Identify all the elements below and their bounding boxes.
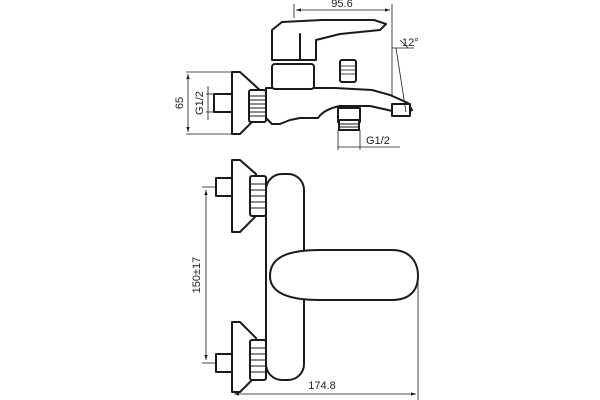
diverter-knob	[339, 59, 357, 83]
inlet-stub-upper	[215, 177, 233, 197]
front-view: 150±17 174.8	[191, 159, 419, 400]
total-width-label: 174.8	[308, 380, 336, 392]
side-view: 95.6 12° 65 G1/2 G1/2	[174, 0, 419, 150]
outlet-thread-label: G1/2	[366, 135, 390, 147]
inlet-thread-label: G1/2	[194, 91, 206, 115]
aerator	[391, 103, 411, 117]
spout-angle-label: 12°	[402, 37, 419, 49]
body-height-label: 65	[174, 97, 186, 109]
lever-handle-front	[269, 249, 419, 301]
cartridge-housing	[271, 63, 315, 90]
lever-handle-side	[271, 19, 387, 61]
inlet-stub-lower	[215, 353, 233, 373]
spout-length-label: 95.6	[331, 0, 352, 10]
inlet-stub-top	[213, 93, 233, 113]
hex-nut-top	[248, 89, 267, 123]
center-distance-label: 150±17	[191, 257, 203, 294]
